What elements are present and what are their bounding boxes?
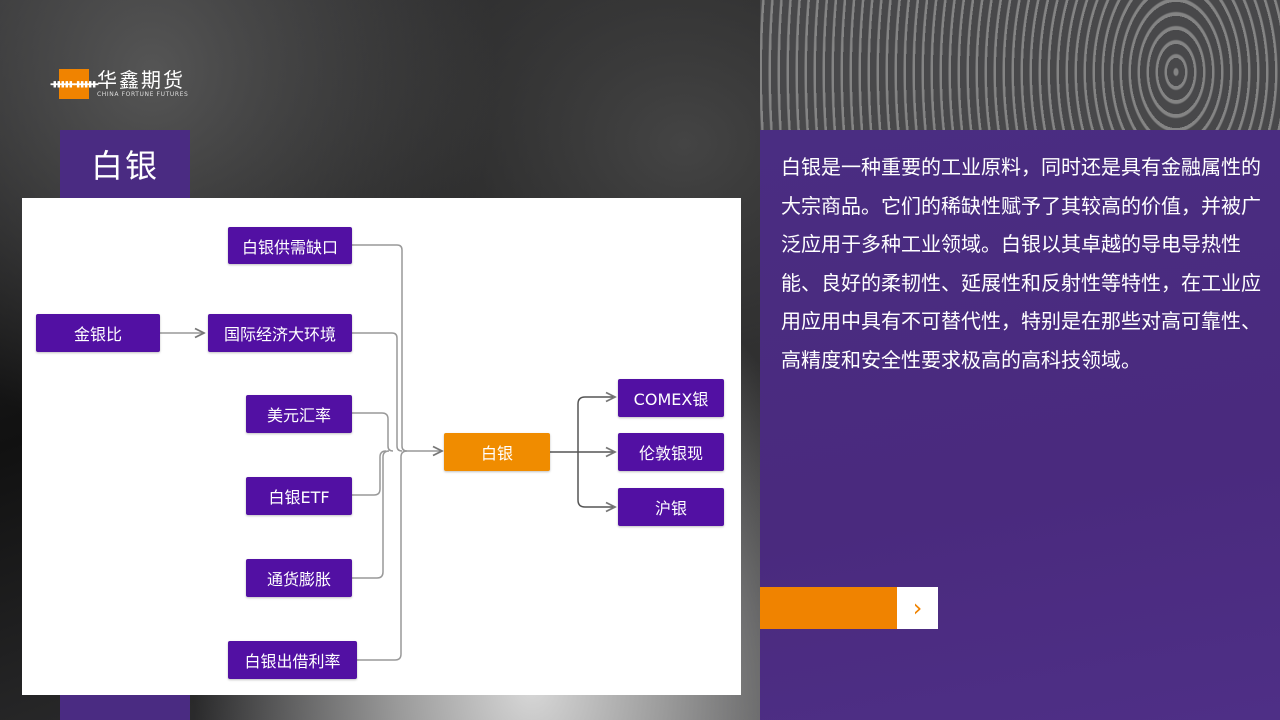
diagram-connectors <box>160 244 741 661</box>
node-center-silver: 白银 <box>444 433 550 471</box>
node-inflation: 通货膨胀 <box>246 559 352 597</box>
node-silver-etf: 白银ETF <box>246 477 352 515</box>
chevron-right-icon: › <box>912 594 923 622</box>
connector-shfe <box>577 452 615 507</box>
node-macro-environment: 国际经济大环境 <box>208 314 352 352</box>
connector-inflation <box>352 450 390 579</box>
page-title-box: 白银 <box>60 130 190 198</box>
node-comex-silver: COMEX银 <box>618 379 724 417</box>
node-lease-rate: 白银出借利率 <box>228 641 357 679</box>
node-shfe-silver: 沪银 <box>618 488 724 526</box>
page-title: 白银 <box>90 147 159 185</box>
description-text: 白银是一种重要的工业原料，同时还是具有金融属性的大宗商品。它们的稀缺性赋予了其较… <box>781 155 1261 372</box>
connector-usd <box>352 412 394 452</box>
factor-diagram: 白银供需缺口 金银比 国际经济大环境 美元汇率 白银ETF 通货膨胀 白银出借利… <box>22 198 741 695</box>
brand-name-cn: 华鑫期货 <box>97 68 185 92</box>
node-london-spot-silver: 伦敦银现 <box>618 433 724 471</box>
brand-name-en: CHINA FORTUNE FUTURES <box>97 91 189 98</box>
next-button[interactable]: › <box>897 587 938 629</box>
logo-mark-icon: ᚔᚔ <box>51 69 98 99</box>
node-usd-exchange-rate: 美元汇率 <box>246 395 352 433</box>
connector-lease <box>357 450 408 661</box>
brand-logo: ᚔᚔ 华鑫期货 CHINA FORTUNE FUTURES <box>51 68 189 99</box>
node-supply-gap: 白银供需缺口 <box>228 227 352 264</box>
orange-accent-bar <box>760 587 897 629</box>
node-gold-silver-ratio: 金银比 <box>36 314 160 352</box>
connector-etf <box>352 450 387 496</box>
connector-supply-gap <box>352 244 408 452</box>
connector-comex <box>577 397 615 452</box>
connector-macro <box>352 332 403 452</box>
